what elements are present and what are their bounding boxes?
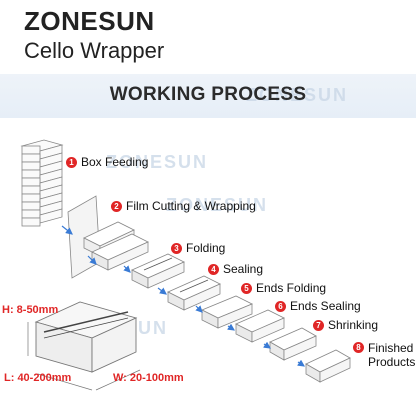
watermark: ZONESUN	[246, 85, 349, 105]
step-number: 7	[313, 319, 324, 331]
height-spec: H: 8-50mm	[2, 304, 59, 316]
watermark: ZONESUN	[166, 195, 269, 215]
shrinking-illustration	[235, 309, 285, 343]
step-number: 5	[241, 282, 252, 294]
ends-folding-illustration	[167, 275, 221, 311]
step-number: 4	[208, 263, 219, 275]
finished-product-illustration	[305, 349, 351, 383]
width-spec: W: 20-100mm	[113, 372, 184, 384]
step-label: Box Feeding	[81, 155, 149, 169]
step-label: Sealing	[223, 262, 264, 276]
step-number: 2	[111, 200, 122, 212]
section-banner	[0, 74, 416, 118]
step-ends-sealing: 6 Ends Sealing	[275, 299, 361, 313]
step-number: 3	[171, 242, 182, 254]
step-shrinking: 7 Shrinking	[313, 318, 378, 332]
step-sealing: 4 Sealing	[208, 262, 263, 276]
step-label: Ends Sealing	[290, 299, 361, 313]
step-number: 8	[353, 342, 364, 353]
step-finished-products: 8 Finished Products	[353, 341, 416, 369]
brand-title: ZONESUN	[24, 6, 155, 36]
length-spec: L: 40-200mm	[4, 372, 72, 384]
step-folding: 3 Folding	[171, 241, 225, 255]
box-stack	[20, 139, 64, 227]
dimension-box	[34, 301, 138, 373]
step-label: Ends Folding	[256, 281, 327, 295]
product-subtitle: Cello Wrapper	[24, 38, 165, 63]
flow-arrows	[61, 225, 305, 367]
watermark: ZONESUN	[106, 152, 209, 172]
step-ends-folding: 5 Ends Folding	[241, 281, 326, 295]
section-title: WORKING PROCESS	[109, 84, 307, 105]
dimension-lines	[27, 322, 141, 391]
step-label: Shrinking	[328, 318, 379, 332]
step-label: Folding	[186, 241, 226, 255]
step-number: 1	[66, 156, 77, 168]
step-label: Finished Products	[368, 341, 416, 369]
folding-illustration	[91, 233, 149, 271]
sealing-illustration	[131, 253, 185, 289]
step-label: Film Cutting & Wrapping	[126, 199, 256, 213]
ends-sealing-illustration	[201, 295, 253, 329]
step-box-feeding: 1 Box Feeding	[66, 155, 148, 169]
step-number: 6	[275, 300, 286, 312]
step-film-cutting: 2 Film Cutting & Wrapping	[111, 199, 256, 213]
shrunk-box-illustration	[269, 327, 317, 361]
